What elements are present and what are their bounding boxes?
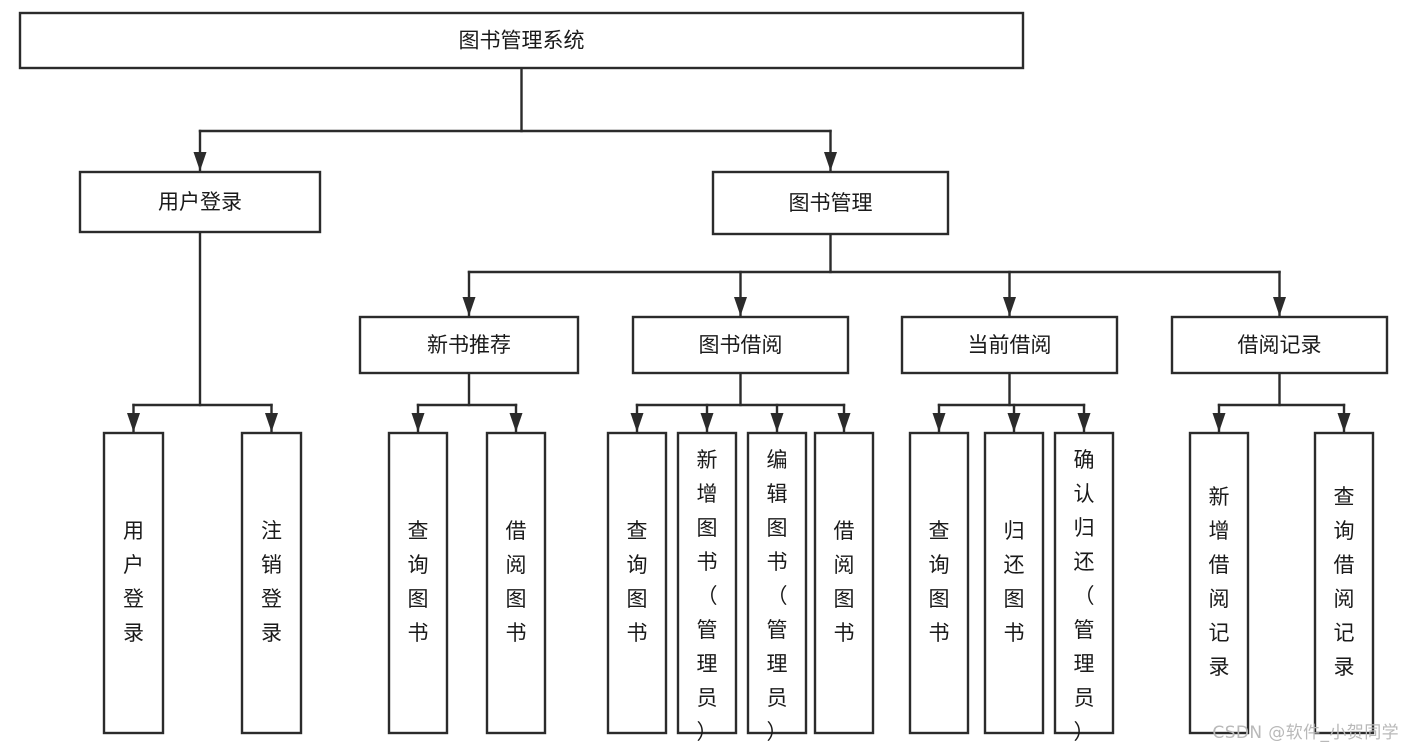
node-leaf-query-record[interactable]: 查询借阅记录 [1313, 431, 1375, 735]
node-label: 当前借阅 [968, 333, 1052, 357]
node-leaf-return-book[interactable]: 归还图书 [983, 431, 1045, 735]
node-leaf-query-book-1[interactable]: 查询图书 [387, 431, 449, 735]
node-user-login[interactable]: 用户登录 [78, 170, 322, 234]
node-label-vertical: 新增借阅记录 [1209, 485, 1230, 679]
node-label-vertical: 确认归还（管理员） [1074, 448, 1095, 744]
node-label-vertical: 新增图书（管理员） [697, 448, 718, 744]
node-box [908, 431, 970, 735]
node-root-root[interactable]: 图书管理系统 [18, 11, 1025, 70]
node-box [358, 315, 580, 375]
node-borrow-record[interactable]: 借阅记录 [1170, 315, 1389, 375]
node-box [102, 431, 165, 735]
node-box [676, 431, 738, 735]
node-label-vertical: 查询图书 [929, 519, 950, 645]
arrow-head [509, 413, 523, 432]
connector-layer [127, 66, 1351, 433]
node-current-borrow[interactable]: 当前借阅 [900, 315, 1119, 375]
arrow-head [193, 152, 207, 171]
node-leaf-add-record[interactable]: 新增借阅记录 [1188, 431, 1250, 735]
node-label: 新书推荐 [427, 333, 511, 357]
node-box [1313, 431, 1375, 735]
arrow-head [1273, 297, 1286, 316]
node-layer: 图书管理系统用户登录图书管理新书推荐图书借阅当前借阅借阅记录用户登录注销登录查询… [18, 11, 1389, 744]
node-box [983, 431, 1045, 735]
node-box [631, 315, 850, 375]
node-book-borrow[interactable]: 图书借阅 [631, 315, 850, 375]
node-box [485, 431, 547, 735]
node-box [813, 431, 875, 735]
node-label: 借阅记录 [1238, 333, 1322, 357]
node-label-vertical: 查询图书 [627, 519, 648, 645]
node-box [1053, 431, 1115, 735]
arrow-head [1077, 413, 1091, 432]
node-leaf-confirm-return[interactable]: 确认归还（管理员） [1053, 431, 1115, 744]
arrow-head [411, 413, 425, 432]
node-leaf-user-login[interactable]: 用户登录 [102, 431, 165, 735]
arrow-head [734, 297, 747, 316]
arrow-head [932, 413, 946, 432]
node-label-vertical: 用户登录 [123, 519, 144, 645]
arrow-head [700, 413, 714, 432]
node-box [18, 11, 1025, 70]
node-leaf-user-logout[interactable]: 注销登录 [240, 431, 303, 735]
node-box [387, 431, 449, 735]
node-leaf-borrow-book-2[interactable]: 借阅图书 [813, 431, 875, 735]
node-label-vertical: 借阅图书 [506, 519, 527, 645]
arrow-head [837, 413, 851, 432]
node-leaf-add-book[interactable]: 新增图书（管理员） [676, 431, 738, 744]
node-label-vertical: 归还图书 [1004, 519, 1025, 645]
node-leaf-borrow-book-1[interactable]: 借阅图书 [485, 431, 547, 735]
node-box [78, 170, 322, 234]
node-new-book-recommend[interactable]: 新书推荐 [358, 315, 580, 375]
arrow-head [1337, 413, 1351, 432]
watermark-text: CSDN @软件_小贺同学 [1212, 723, 1399, 743]
node-box [606, 431, 668, 735]
node-label: 用户登录 [158, 190, 242, 214]
node-leaf-query-book-3[interactable]: 查询图书 [908, 431, 970, 735]
node-box [1188, 431, 1250, 735]
node-box [240, 431, 303, 735]
node-leaf-edit-book[interactable]: 编辑图书（管理员） [746, 431, 808, 744]
arrow-head [1007, 413, 1021, 432]
node-label-vertical: 编辑图书（管理员） [767, 448, 788, 744]
arrow-head [265, 413, 278, 432]
node-leaf-query-book-2[interactable]: 查询图书 [606, 431, 668, 735]
node-box [1170, 315, 1389, 375]
arrow-head [462, 297, 476, 316]
arrow-head [630, 413, 644, 432]
node-label: 图书管理系统 [459, 29, 585, 53]
node-label-vertical: 查询图书 [408, 519, 429, 645]
arrow-head [1212, 413, 1226, 432]
node-box [746, 431, 808, 735]
node-label: 图书管理 [789, 191, 873, 215]
node-label: 图书借阅 [699, 333, 783, 357]
arrow-head [770, 413, 784, 432]
arrow-head [127, 413, 140, 432]
node-label-vertical: 借阅图书 [834, 519, 855, 645]
node-book-manage[interactable]: 图书管理 [711, 170, 950, 236]
node-label-vertical: 注销登录 [261, 519, 282, 645]
node-box [900, 315, 1119, 375]
node-box [711, 170, 950, 236]
arrow-head [824, 152, 837, 171]
arrow-head [1003, 297, 1016, 316]
node-label-vertical: 查询借阅记录 [1334, 485, 1355, 679]
